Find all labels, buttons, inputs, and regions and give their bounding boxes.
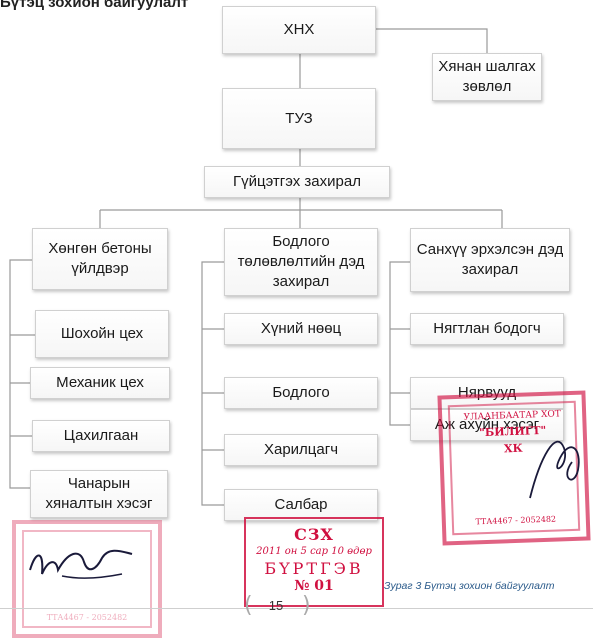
node-board: ТУЗ <box>222 88 376 149</box>
node-unit-lime-shop: Шохойн цех <box>35 310 169 358</box>
page-number-left-bracket: ( <box>244 593 253 618</box>
seal-phone: ТТА4467 - 2052482 <box>475 514 557 527</box>
node-advisory-board: Хянан шалгах зөвлөл <box>432 53 542 101</box>
node-unit-human-resources: Хүний нөөц <box>224 313 378 345</box>
node-dept-concrete-plant: Хөнгөн бетоны үйлдвэр <box>32 228 168 290</box>
node-unit-electrical: Цахилгаан <box>32 420 170 452</box>
registration-label: БҮРТГЭВ <box>264 559 364 578</box>
registration-org: СЗХ <box>294 525 334 544</box>
node-unit-branch: Салбар <box>224 489 378 521</box>
connector-root-advisory <box>376 28 488 53</box>
registration-stamp: СЗХ 2011 он 5 сар 10 өдөр БҮРТГЭВ № 01 <box>244 517 384 607</box>
faint-seal-phone: ТТА4467 - 2052482 <box>46 613 128 622</box>
footer-divider <box>0 608 593 609</box>
node-unit-customer: Харилцагч <box>224 434 378 466</box>
node-unit-administration: Аж ахуйн хэсэг <box>410 409 564 441</box>
node-dept-planning: Бодлого төлөвлөлтийн дэд захирал <box>224 228 378 296</box>
connector-spine-3 <box>389 261 410 426</box>
registration-date: 2011 он 5 сар 10 өдөр <box>256 546 372 557</box>
page-heading: Бүтэц зохион байгуулалт <box>0 0 189 11</box>
node-dept-finance: Санхүү эрхэлсэн дэд захирал <box>410 228 570 292</box>
connector-spine-1 <box>9 259 32 489</box>
node-root: ХНХ <box>222 6 376 54</box>
signature-right <box>529 440 580 499</box>
node-ceo: Гүйцэтгэх захирал <box>204 166 390 198</box>
figure-caption: Зураг 3 Бүтэц зохион байгуулалт <box>384 580 555 592</box>
page-number-right-bracket: ) <box>302 593 311 618</box>
signature-left <box>29 549 133 579</box>
node-unit-policy: Бодлого <box>224 377 378 409</box>
node-unit-cashiers: Нярвууд <box>410 377 564 409</box>
registration-number: № 01 <box>294 578 334 594</box>
node-unit-quality-control: Чанарын хяналтын хэсэг <box>30 470 168 518</box>
page-number: 15 <box>268 598 284 613</box>
node-unit-mechanical-shop: Механик цех <box>30 367 170 399</box>
node-unit-accountant: Нягтлан бодогч <box>410 313 564 345</box>
connector-spine-2 <box>201 261 224 506</box>
